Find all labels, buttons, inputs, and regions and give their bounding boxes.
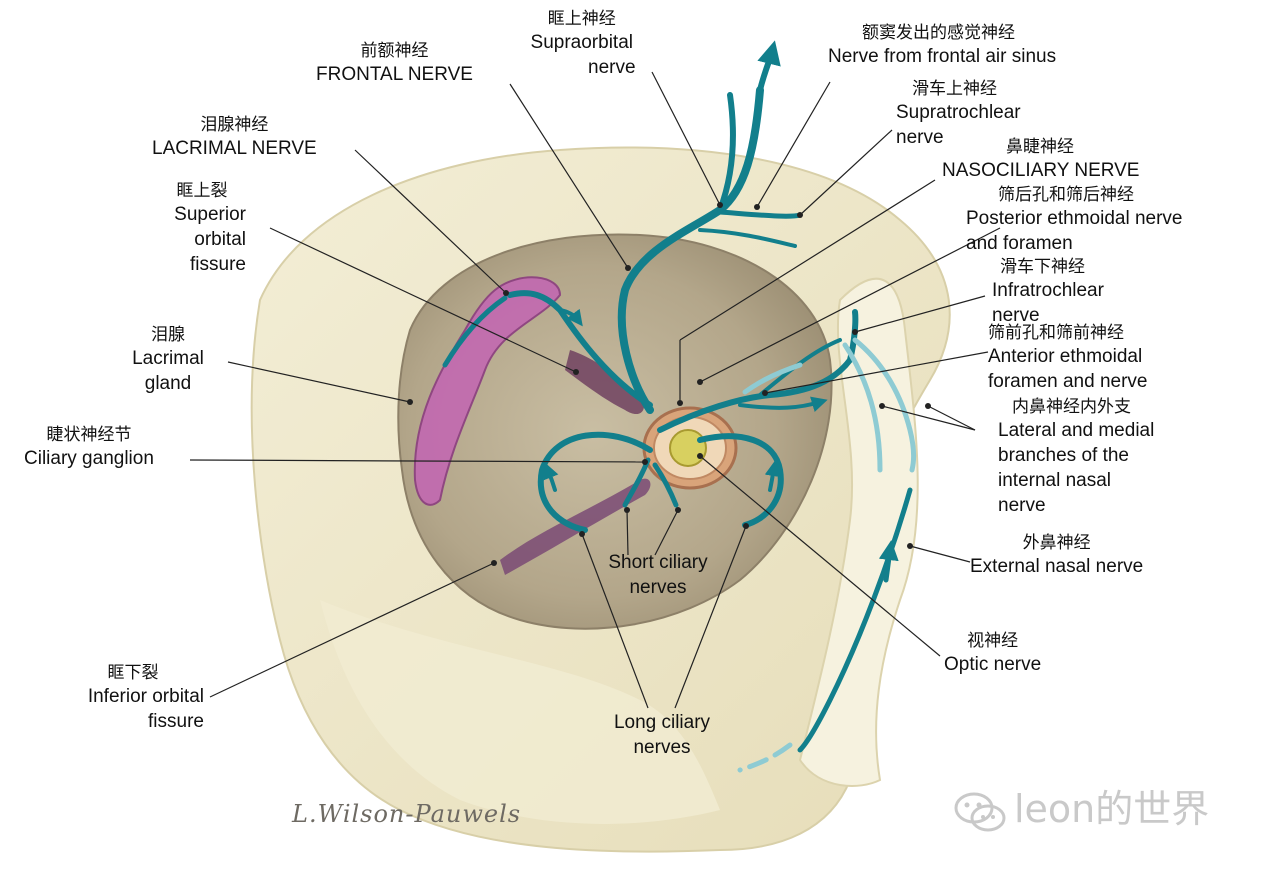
label-en: and foramen bbox=[966, 233, 1073, 254]
optic-nerve-shape bbox=[642, 406, 738, 490]
label-cn: 视神经 bbox=[967, 631, 1019, 651]
label-superior-orbital-fissure: 眶上裂 Superior orbital fissure bbox=[158, 180, 246, 277]
label-en: Anterior ethmoidal bbox=[988, 346, 1143, 367]
label-en: internal nasal bbox=[998, 470, 1112, 491]
label-en: Superior bbox=[174, 204, 246, 225]
label-en: Supraorbital bbox=[530, 32, 633, 53]
label-lacrimal-nerve: 泪腺神经 LACRIMAL NERVE bbox=[152, 114, 317, 161]
label-internal-nasal: 内鼻神经内外支 Lateral and medial branches of t… bbox=[998, 396, 1154, 518]
label-en: fissure bbox=[148, 711, 204, 732]
label-en: Posterior ethmoidal nerve bbox=[966, 208, 1183, 229]
label-frontal-nerve: 前额神经 FRONTAL NERVE bbox=[316, 40, 473, 87]
label-ciliary-ganglion: 睫状神经节 Ciliary ganglion bbox=[24, 424, 154, 471]
label-cn: 眶上裂 bbox=[176, 181, 228, 201]
label-anterior-ethmoidal: 筛前孔和筛前神经 Anterior ethmoidal foramen and … bbox=[988, 322, 1148, 394]
watermark-text: leon的世界 bbox=[1014, 787, 1210, 831]
label-en: NASOCILIARY NERVE bbox=[942, 160, 1140, 181]
label-frontal-sinus: 额窦发出的感觉神经 Nerve from frontal air sinus bbox=[828, 22, 1056, 69]
label-en: External nasal nerve bbox=[970, 556, 1144, 577]
label-optic-nerve: 视神经 Optic nerve bbox=[944, 630, 1041, 677]
label-infratrochlear: 滑车下神经 Infratrochlear nerve bbox=[992, 256, 1104, 328]
label-short-ciliary: Short ciliary nerves bbox=[598, 550, 718, 600]
label-en: Supratrochlear bbox=[896, 102, 1021, 123]
label-en: nerve bbox=[992, 305, 1040, 326]
label-en: Short ciliary bbox=[608, 552, 708, 573]
label-cn: 滑车下神经 bbox=[1000, 257, 1085, 277]
artist-signature: L.Wilson-Pauwels bbox=[292, 800, 522, 828]
label-long-ciliary: Long ciliary nerves bbox=[602, 710, 722, 760]
label-en: Infratrochlear bbox=[992, 280, 1104, 301]
label-en: Nerve from frontal air sinus bbox=[828, 46, 1057, 67]
nerve-paths-light bbox=[737, 337, 917, 773]
leader-dots bbox=[407, 202, 931, 566]
label-en: Long ciliary bbox=[613, 712, 711, 733]
leader-lines bbox=[189, 71, 1001, 709]
label-nasociliary: 鼻睫神经 NASOCILIARY NERVE bbox=[942, 136, 1139, 183]
label-en: nerve bbox=[588, 57, 636, 78]
label-inferior-orbital-fissure: 眶下裂 Inferior orbital fissure bbox=[62, 662, 204, 734]
label-posterior-ethmoidal: 筛后孔和筛后神经 Posterior ethmoidal nerve and f… bbox=[966, 184, 1183, 256]
label-en: nerve bbox=[896, 127, 944, 148]
label-cn: 睫状神经节 bbox=[46, 425, 132, 445]
maxilla bbox=[320, 600, 720, 824]
watermark: leon的世界 bbox=[952, 778, 1209, 834]
label-en: nerves bbox=[629, 577, 687, 598]
label-en: FRONTAL NERVE bbox=[316, 64, 473, 85]
label-lacrimal-gland: 泪腺 Lacrimal gland bbox=[108, 324, 228, 396]
label-cn: 筛后孔和筛后神经 bbox=[998, 185, 1134, 205]
label-en: Optic nerve bbox=[944, 654, 1042, 675]
label-en: LACRIMAL NERVE bbox=[152, 138, 317, 159]
label-en: nerves bbox=[633, 737, 691, 758]
label-en: fissure bbox=[190, 254, 246, 275]
label-en: branches of the bbox=[998, 445, 1129, 466]
label-cn: 前额神经 bbox=[360, 41, 429, 61]
label-en: Ciliary ganglion bbox=[24, 448, 154, 469]
label-cn: 筛前孔和筛前神经 bbox=[988, 323, 1124, 343]
label-cn: 泪腺 bbox=[151, 325, 185, 345]
label-supratrochlear: 滑车上神经 Supratrochlear nerve bbox=[896, 78, 1021, 150]
label-en: Inferior orbital bbox=[87, 686, 204, 707]
label-cn: 内鼻神经内外支 bbox=[1012, 397, 1131, 417]
label-supraorbital: 眶上神经 Supraorbital nerve bbox=[528, 8, 636, 80]
nasal-bone bbox=[798, 277, 919, 787]
label-cn: 眶上神经 bbox=[547, 9, 616, 29]
label-cn: 鼻睫神经 bbox=[1006, 137, 1074, 157]
label-cn: 额窦发出的感觉神经 bbox=[862, 23, 1015, 43]
label-cn: 泪腺神经 bbox=[200, 115, 269, 135]
label-en: foramen and nerve bbox=[988, 371, 1148, 392]
label-en: Lateral and medial bbox=[998, 420, 1155, 441]
label-en: gland bbox=[144, 373, 192, 394]
label-cn: 眶下裂 bbox=[107, 663, 159, 683]
label-cn: 滑车上神经 bbox=[912, 79, 997, 99]
label-en: orbital bbox=[194, 229, 246, 250]
nerve-paths bbox=[442, 40, 913, 753]
label-en: nerve bbox=[998, 495, 1046, 516]
superior-orbital-fissure-shape bbox=[565, 350, 645, 415]
wechat-icon bbox=[954, 792, 1006, 831]
label-cn: 外鼻神经 bbox=[1022, 533, 1091, 553]
label-external-nasal: 外鼻神经 External nasal nerve bbox=[970, 532, 1143, 579]
label-en: Lacrimal bbox=[132, 348, 204, 369]
